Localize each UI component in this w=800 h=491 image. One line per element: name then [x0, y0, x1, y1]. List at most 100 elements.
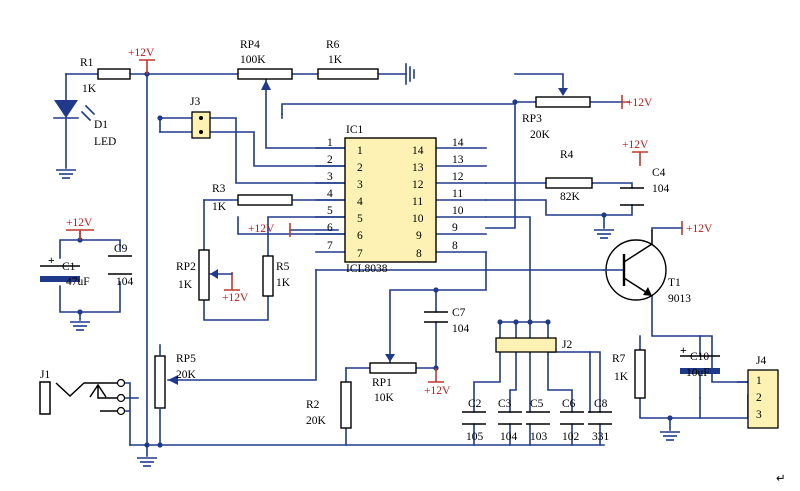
return-symbol: ↵ [776, 473, 786, 485]
vcc-label: +12V [622, 139, 649, 151]
svg-text:1K: 1K [276, 277, 291, 289]
svg-text:105: 105 [466, 431, 484, 443]
svg-text:20K: 20K [530, 129, 551, 141]
capacitor-c8: C8 331 [588, 398, 612, 443]
svg-text:10K: 10K [374, 392, 395, 404]
svg-text:9: 9 [452, 222, 458, 234]
svg-text:C5: C5 [530, 398, 544, 410]
svg-text:6: 6 [357, 230, 363, 242]
svg-text:C1: C1 [62, 261, 76, 273]
potentiometer-rp2: RP2 1K [176, 249, 233, 301]
svg-text:3: 3 [327, 171, 333, 183]
svg-text:R5: R5 [276, 261, 290, 273]
svg-text:1K: 1K [614, 371, 629, 383]
potentiometer-rp4: RP4 100K [237, 39, 293, 90]
ic1-icl8038: IC1 ICL8038 [344, 124, 437, 275]
svg-text:10uF: 10uF [686, 367, 710, 379]
svg-text:3: 3 [756, 409, 762, 421]
vcc-label: +12V [66, 217, 93, 229]
svg-text:J3: J3 [190, 96, 200, 108]
capacitor-c2: C2 105 [462, 398, 486, 443]
svg-text:T1: T1 [668, 277, 681, 289]
svg-text:1K: 1K [328, 54, 343, 66]
jack-j1: J1 [39, 369, 126, 416]
svg-text:47uF: 47uF [66, 276, 90, 288]
svg-text:8: 8 [416, 248, 422, 260]
svg-text:RP1: RP1 [372, 377, 392, 389]
resistor-r1: R1 1K [80, 57, 131, 95]
resistor-r2: R2 20K [306, 381, 352, 429]
svg-text:C2: C2 [468, 398, 482, 410]
svg-text:20K: 20K [176, 369, 197, 381]
ground-symbol [55, 169, 77, 179]
svg-text:C10: C10 [690, 351, 709, 363]
svg-text:2: 2 [357, 162, 363, 174]
vcc-label: +12V [424, 385, 451, 397]
svg-text:12: 12 [452, 171, 464, 183]
svg-text:13: 13 [452, 154, 464, 166]
ground-symbol [593, 229, 615, 239]
svg-text:20K: 20K [306, 415, 327, 427]
svg-text:104: 104 [452, 323, 470, 335]
svg-text:1K: 1K [212, 201, 227, 213]
svg-text:1K: 1K [178, 279, 193, 291]
svg-text:LED: LED [94, 136, 116, 148]
svg-text:R6: R6 [326, 39, 340, 51]
ic1-left-pin-labels: 1 2 3 4 5 6 7 1 2 3 4 5 6 7 [327, 137, 363, 260]
svg-text:14: 14 [412, 145, 424, 157]
svg-text:9013: 9013 [668, 293, 691, 305]
svg-text:R2: R2 [306, 399, 320, 411]
svg-text:6: 6 [327, 222, 333, 234]
svg-text:R3: R3 [212, 183, 226, 195]
ground-symbol [69, 321, 91, 331]
svg-text:5: 5 [327, 205, 333, 217]
resistor-r6: R6 1K [317, 39, 379, 80]
svg-text:8: 8 [452, 240, 458, 252]
svg-text:7: 7 [327, 240, 333, 252]
svg-text:13: 13 [412, 162, 424, 174]
wires [59, 73, 749, 457]
svg-text:RP3: RP3 [522, 113, 542, 125]
svg-text:1: 1 [327, 137, 333, 149]
svg-text:2: 2 [327, 154, 333, 166]
svg-text:7: 7 [357, 248, 363, 260]
svg-text:C3: C3 [498, 398, 512, 410]
resistor-r7: R7 1K [612, 349, 646, 399]
svg-text:11: 11 [412, 196, 423, 208]
svg-text:R7: R7 [612, 353, 626, 365]
potentiometer-rp5: RP5 20K [154, 344, 197, 446]
svg-text:RP5: RP5 [176, 353, 196, 365]
svg-text:C9: C9 [114, 243, 128, 255]
svg-text:4: 4 [357, 196, 363, 208]
svg-text:104: 104 [652, 183, 670, 195]
svg-text:14: 14 [452, 137, 464, 149]
vcc-labels: +12V +12V +12V +12V +12V +12V +12V +12V [66, 47, 713, 397]
svg-text:104: 104 [500, 431, 518, 443]
svg-text:D1: D1 [94, 119, 108, 131]
capacitor-c5: C5 103 [526, 398, 550, 443]
svg-text:82K: 82K [560, 191, 581, 203]
svg-text:2: 2 [756, 392, 762, 404]
svg-text:ICL8038: ICL8038 [346, 263, 388, 275]
svg-text:RP2: RP2 [176, 261, 196, 273]
svg-text:102: 102 [562, 431, 580, 443]
svg-text:10: 10 [412, 213, 424, 225]
capacitor-c6: C6 102 [560, 398, 584, 443]
resistor-r3: R3 1K [212, 183, 293, 213]
connector-j4: 1 2 3 J4 [747, 355, 779, 429]
svg-text:J4: J4 [756, 355, 766, 367]
svg-text:331: 331 [592, 431, 610, 443]
svg-text:3: 3 [357, 179, 363, 191]
svg-text:J2: J2 [562, 339, 572, 351]
capacitor-c3: C3 104 [498, 398, 522, 443]
plus-sign: + [680, 345, 687, 357]
svg-text:104: 104 [116, 276, 134, 288]
svg-text:C8: C8 [594, 398, 608, 410]
potentiometer-rp1: RP1 10K [369, 354, 417, 404]
svg-text:1K: 1K [82, 83, 97, 95]
svg-text:1: 1 [756, 375, 762, 387]
svg-text:J1: J1 [40, 369, 50, 381]
header-j3: J3 [190, 96, 211, 139]
ground-symbol [136, 457, 158, 467]
